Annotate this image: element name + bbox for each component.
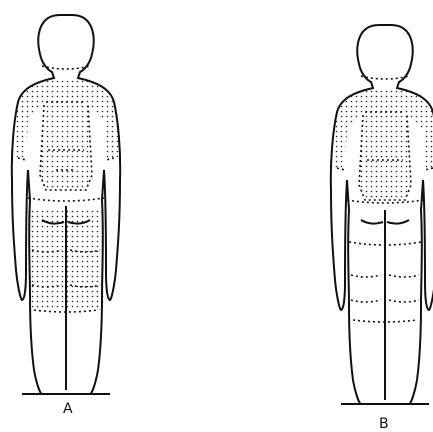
panel-label-b: B — [379, 416, 389, 432]
figure-a: A — [12, 15, 120, 417]
shading-back-a — [40, 105, 92, 190]
panel-label-a: A — [63, 401, 73, 417]
figure-b: B — [331, 25, 433, 432]
shading-back-b — [359, 115, 411, 200]
